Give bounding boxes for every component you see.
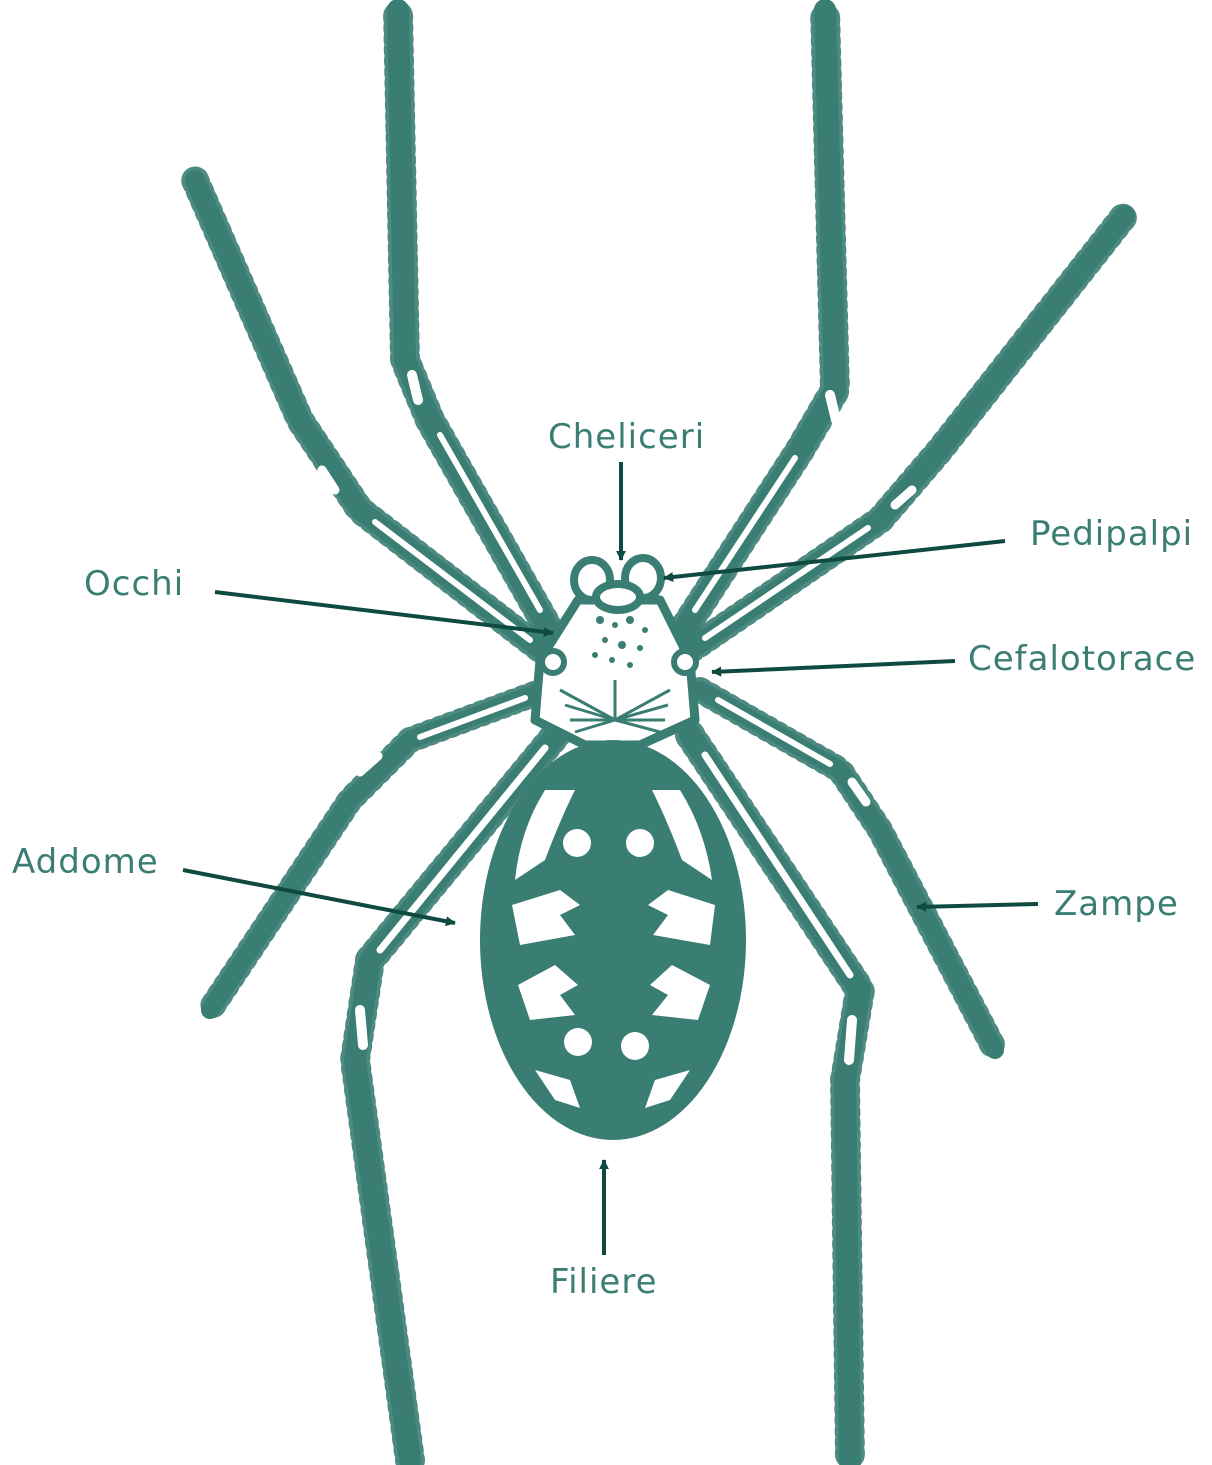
- cephalothorax: [535, 600, 696, 745]
- label-cheliceri: Cheliceri: [548, 420, 705, 454]
- label-zampe: Zampe: [1054, 887, 1179, 921]
- arrow-zampe: [917, 904, 1038, 907]
- leg-right-1: [680, 10, 836, 635]
- label-addome: Addome: [12, 845, 159, 879]
- arrow-cefalotorace: [712, 661, 955, 672]
- label-pedipalpi: Pedipalpi: [1030, 517, 1193, 551]
- leg-right-2: [690, 215, 1125, 650]
- label-cefalotorace: Cefalotorace: [968, 642, 1196, 676]
- label-filiere: Filiere: [550, 1265, 658, 1299]
- eye-right: [674, 651, 696, 673]
- label-occhi: Occhi: [84, 567, 184, 601]
- abdomen: [480, 740, 746, 1140]
- eye-left: [542, 651, 564, 673]
- leg-left-2: [195, 180, 548, 655]
